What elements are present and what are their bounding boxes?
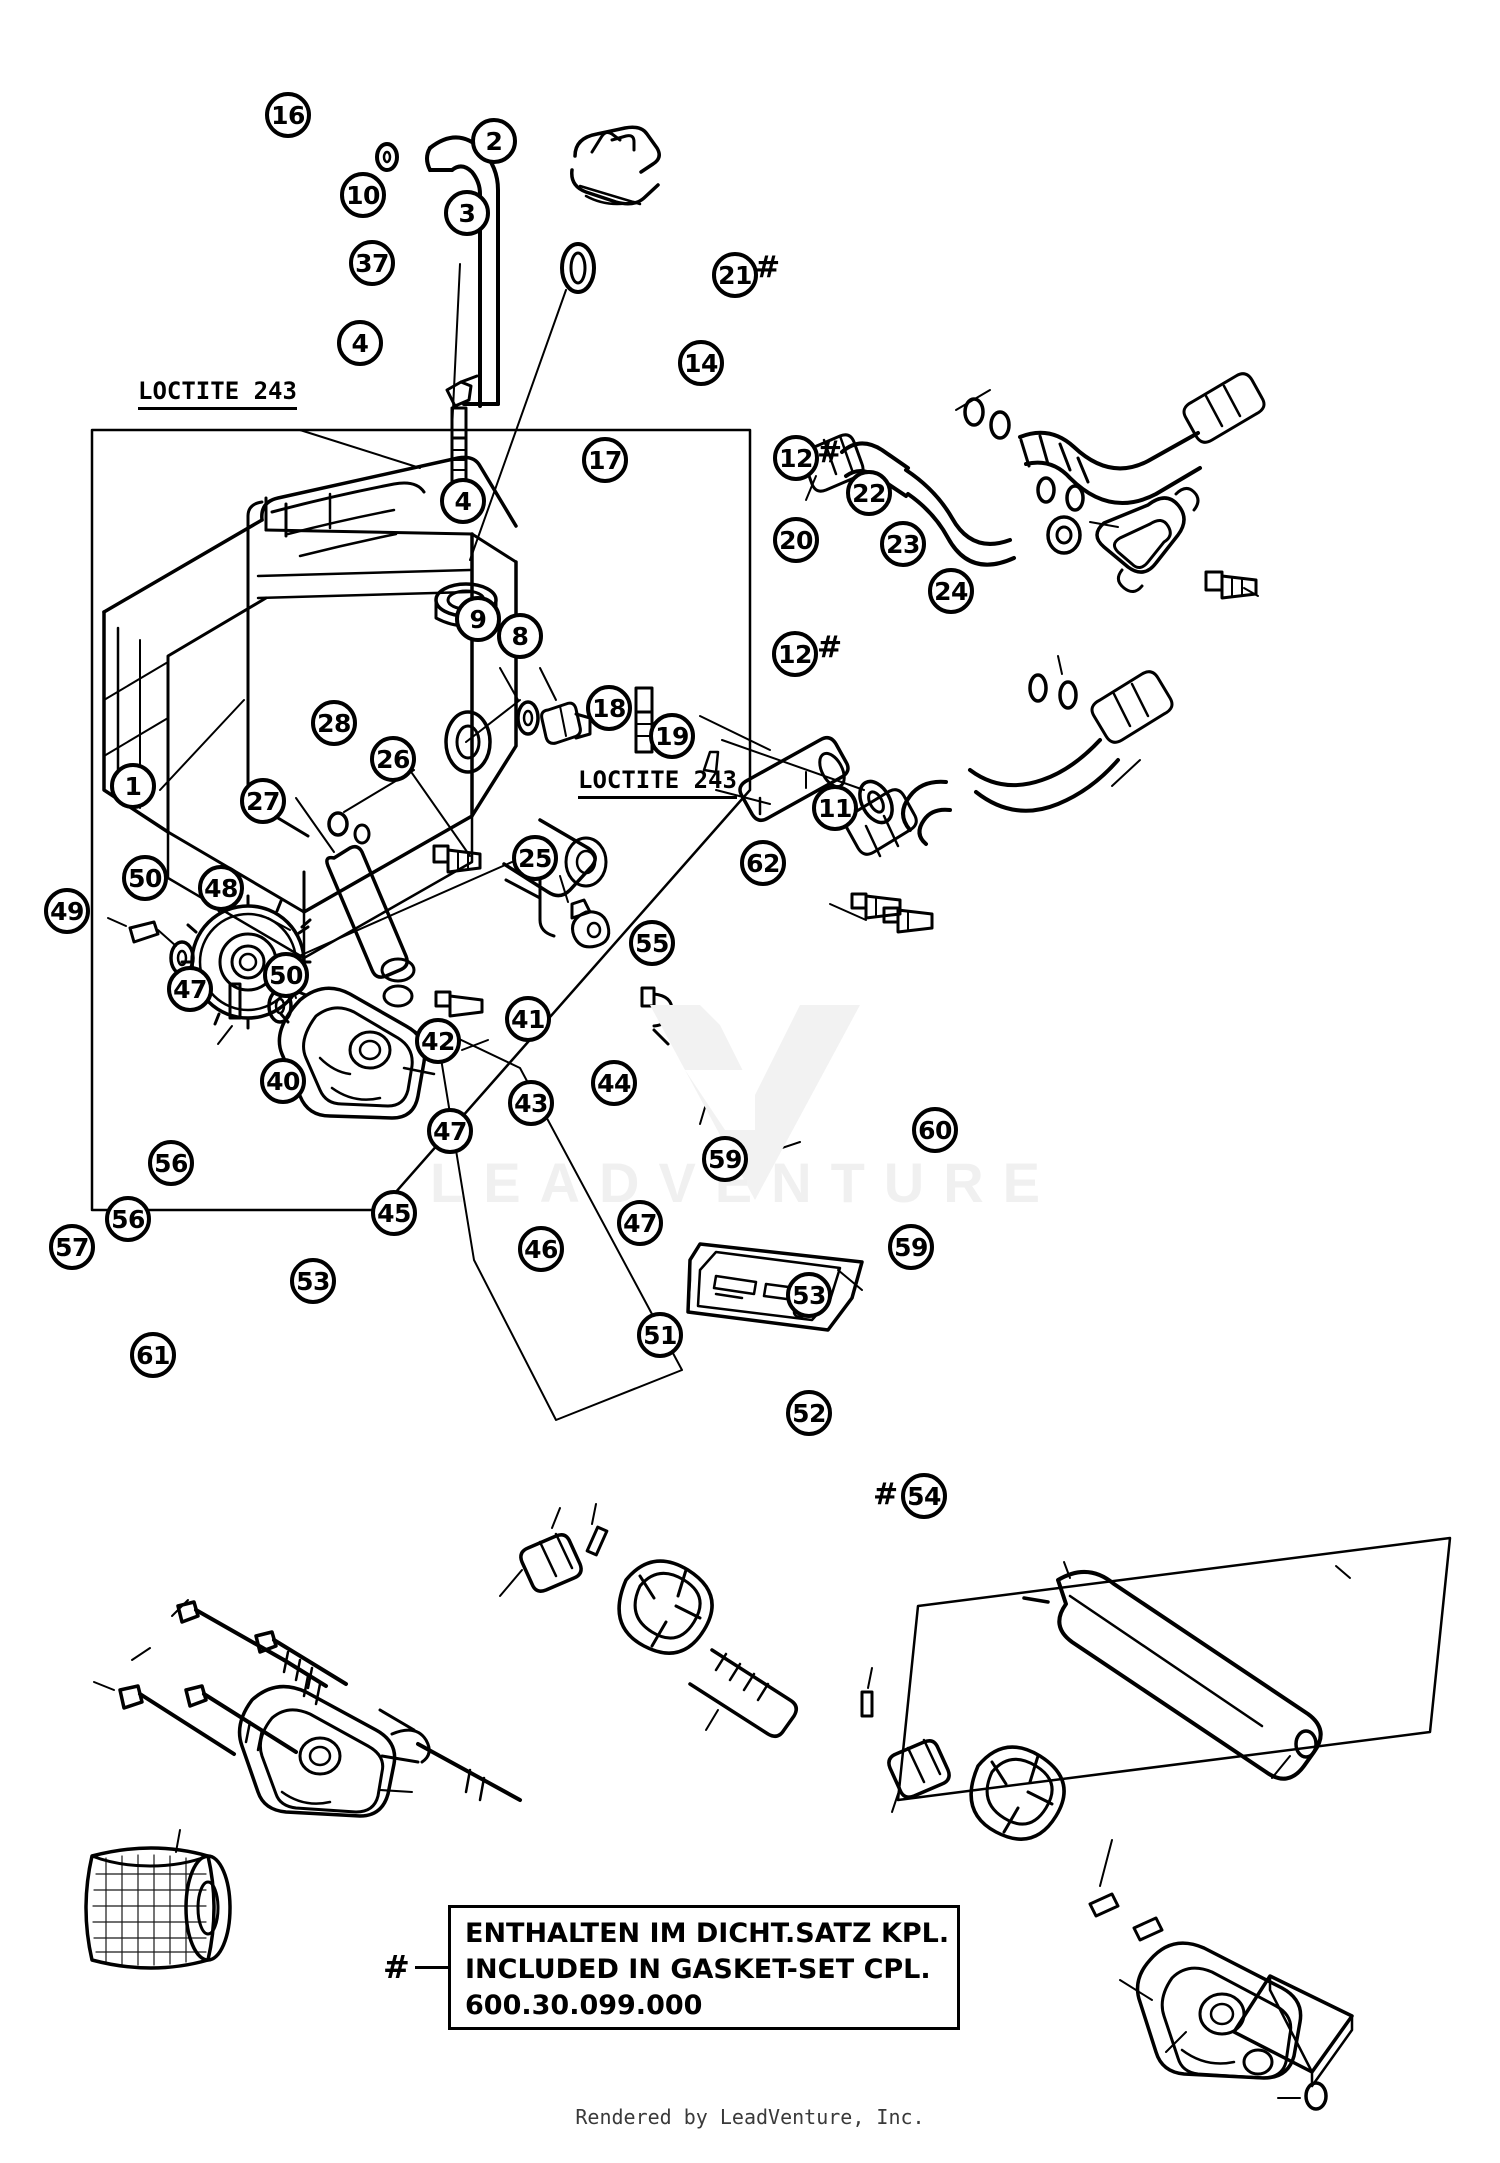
callout-62[interactable]: 62	[740, 840, 786, 886]
callout-53[interactable]: 53	[290, 1258, 336, 1304]
gasket-set-hash-mark: #	[817, 630, 843, 665]
callout-9[interactable]: 9	[455, 596, 501, 642]
callout-59[interactable]: 59	[702, 1136, 748, 1182]
loctite-label-right: LOCTITE 243	[578, 766, 737, 799]
gasket-set-hash-mark: #	[873, 1477, 899, 1512]
callout-60[interactable]: 60	[912, 1107, 958, 1153]
note-hash-symbol: #	[383, 1948, 410, 1986]
callout-52[interactable]: 52	[786, 1390, 832, 1436]
callout-37[interactable]: 37	[349, 240, 395, 286]
callout-16[interactable]: 16	[265, 92, 311, 138]
callout-28[interactable]: 28	[311, 700, 357, 746]
callout-22[interactable]: 22	[846, 470, 892, 516]
note-line-en: INCLUDED IN GASKET-SET CPL.	[465, 1953, 931, 1985]
callout-50[interactable]: 50	[263, 952, 309, 998]
callout-4[interactable]: 4	[337, 320, 383, 366]
callout-56[interactable]: 56	[105, 1196, 151, 1242]
note-part-number: 600.30.099.000	[465, 1989, 703, 2021]
callout-26[interactable]: 26	[370, 736, 416, 782]
callout-19[interactable]: 19	[649, 713, 695, 759]
footer-credit: Rendered by LeadVenture, Inc.	[575, 2105, 925, 2129]
callout-53[interactable]: 53	[786, 1272, 832, 1318]
gasket-set-hash-mark: #	[817, 435, 843, 470]
callout-43[interactable]: 43	[508, 1080, 554, 1126]
callout-1[interactable]: 1	[110, 763, 156, 809]
callout-14[interactable]: 14	[678, 340, 724, 386]
callout-25[interactable]: 25	[512, 835, 558, 881]
callout-11[interactable]: 11	[812, 785, 858, 831]
callout-24[interactable]: 24	[928, 568, 974, 614]
callout-54[interactable]: 54	[901, 1473, 947, 1519]
gasket-set-note-box: ENTHALTEN IM DICHT.SATZ KPL. INCLUDED IN…	[448, 1905, 960, 2030]
callout-27[interactable]: 27	[240, 778, 286, 824]
note-leader-line	[415, 1966, 451, 1969]
callout-45[interactable]: 45	[371, 1190, 417, 1236]
callout-4[interactable]: 4	[440, 478, 486, 524]
callout-2[interactable]: 2	[471, 118, 517, 164]
callout-49[interactable]: 49	[44, 888, 90, 934]
callout-41[interactable]: 41	[505, 996, 551, 1042]
gasket-set-hash-mark: #	[755, 250, 781, 285]
callout-59[interactable]: 59	[888, 1224, 934, 1270]
callout-12[interactable]: 12	[773, 435, 819, 481]
callout-50[interactable]: 50	[122, 855, 168, 901]
callout-40[interactable]: 40	[260, 1058, 306, 1104]
callout-47[interactable]: 47	[617, 1200, 663, 1246]
callout-55[interactable]: 55	[629, 920, 675, 966]
callout-51[interactable]: 51	[637, 1312, 683, 1358]
callout-3[interactable]: 3	[444, 190, 490, 236]
callout-18[interactable]: 18	[586, 685, 632, 731]
callout-42[interactable]: 42	[415, 1018, 461, 1064]
callout-56[interactable]: 56	[148, 1140, 194, 1186]
callout-48[interactable]: 48	[198, 865, 244, 911]
callout-12[interactable]: 12	[772, 631, 818, 677]
callout-8[interactable]: 8	[497, 613, 543, 659]
loctite-label-left: LOCTITE 243	[138, 377, 297, 410]
callout-17[interactable]: 17	[582, 437, 628, 483]
callout-61[interactable]: 61	[130, 1332, 176, 1378]
callout-21[interactable]: 21	[712, 252, 758, 298]
callout-47[interactable]: 47	[167, 966, 213, 1012]
callout-46[interactable]: 46	[518, 1226, 564, 1272]
callout-10[interactable]: 10	[340, 172, 386, 218]
callout-57[interactable]: 57	[49, 1224, 95, 1270]
callout-44[interactable]: 44	[591, 1060, 637, 1106]
callout-47[interactable]: 47	[427, 1108, 473, 1154]
callout-20[interactable]: 20	[773, 517, 819, 563]
note-line-de: ENTHALTEN IM DICHT.SATZ KPL.	[465, 1918, 950, 1949]
callout-23[interactable]: 23	[880, 521, 926, 567]
